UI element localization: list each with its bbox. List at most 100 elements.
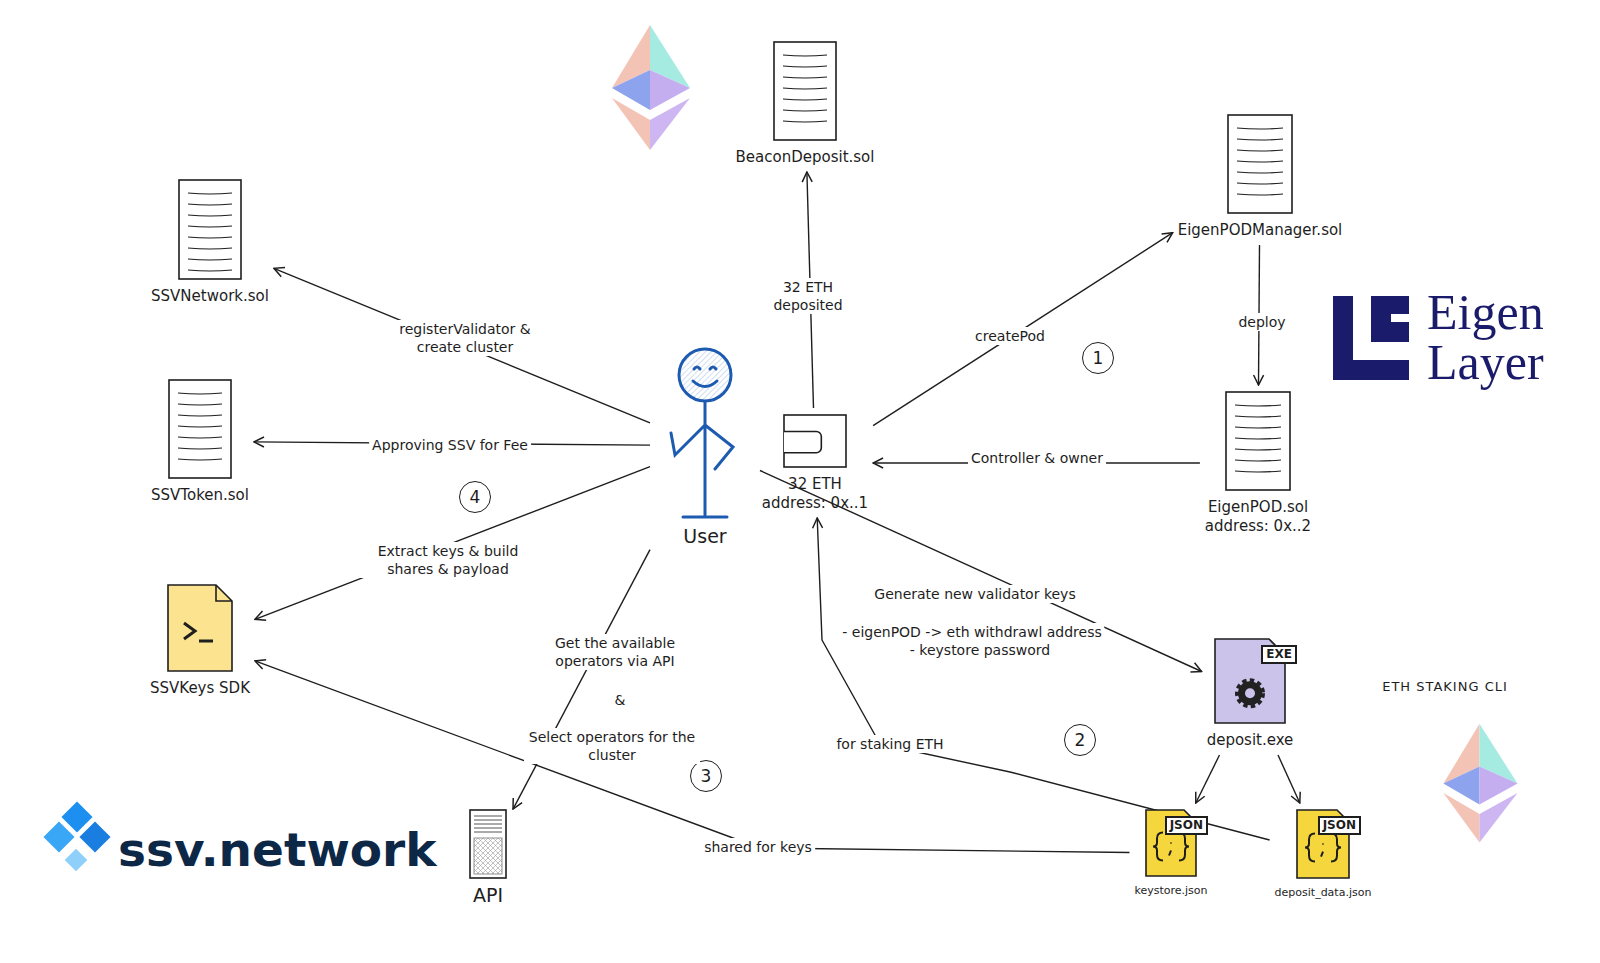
drawing-part (1353, 360, 1409, 380)
connector-arrow (1196, 755, 1220, 803)
callout-number: 3 (690, 760, 722, 792)
icon-node: SSVToken.sol (151, 378, 249, 505)
drawing-part (1153, 833, 1189, 861)
drawing-part (188, 193, 232, 194)
doc-icon (1224, 390, 1292, 492)
drawing-part (179, 180, 241, 279)
drawing-part (79, 821, 110, 852)
drawing-part (1237, 139, 1283, 140)
drawing-part (178, 437, 222, 438)
drawing-part (1391, 322, 1409, 342)
node-label: EigenPODManager.sol (1178, 221, 1343, 240)
icon-node: 32 ETHaddress: 0x..1 (762, 413, 868, 513)
drawing-part (1237, 128, 1283, 129)
edge-label: shared for keys (701, 838, 815, 856)
edge-label: Approving SSV for Fee (369, 436, 531, 454)
icon-node: EigenPODManager.sol (1178, 113, 1343, 240)
doc-icon (1226, 113, 1294, 215)
icon-node: SSVKeys SDK (150, 583, 250, 698)
icon-box (655, 345, 755, 521)
edge-label: Get the available operators via API (530, 634, 701, 670)
drawing-part (169, 380, 231, 478)
drawing-part (783, 55, 827, 56)
node-label: SSVNetwork.sol (151, 287, 269, 306)
drawing-part (1237, 172, 1283, 173)
drawing-part (178, 459, 222, 460)
drawing-part (694, 367, 716, 369)
drawing-part (178, 426, 222, 427)
drawing-part (783, 99, 827, 100)
drawing-part (783, 110, 827, 111)
node-label: deposit_data.json (1275, 886, 1372, 900)
drawing-part (1391, 296, 1409, 314)
connector-arrow (1278, 755, 1300, 803)
icon-node: SSVNetwork.sol (151, 178, 269, 306)
edge-label: for staking ETH (833, 735, 946, 753)
icon-box (166, 583, 234, 673)
drawing-part (783, 77, 827, 78)
drawing-part (1228, 115, 1292, 213)
connector-arrow (760, 471, 1202, 672)
wallet-icon (782, 413, 848, 469)
drawing-part (1235, 460, 1281, 461)
drawing-part (1443, 793, 1479, 842)
doc-icon (772, 40, 838, 142)
ethereum-logo (1443, 724, 1517, 843)
drawing-part (1235, 438, 1281, 439)
drawing-part (774, 42, 836, 140)
note-text: & (612, 691, 629, 709)
icon-box: EXE (1213, 637, 1287, 725)
drawing-part (612, 98, 650, 150)
drawing-part (671, 402, 733, 517)
file-badge: JSON (1165, 816, 1208, 835)
node-label: User (683, 527, 726, 546)
edge-label: 32 ETH deposited (765, 278, 851, 314)
note-text: - keystore password (907, 641, 1053, 659)
callout-number: 4 (459, 481, 491, 513)
edge-label: createPod (972, 327, 1048, 345)
connector-arrow (873, 233, 1173, 426)
icon-node: JSON deposit_data.json (1275, 808, 1372, 900)
node-label: SSVToken.sol (151, 486, 249, 505)
file-badge: JSON (1318, 816, 1361, 835)
icon-node: API (468, 808, 508, 905)
eigenlayer-mark (1333, 296, 1409, 380)
node-label: SSVKeys SDK (150, 679, 250, 698)
drawing-part (178, 393, 222, 394)
drawing-part (43, 821, 74, 852)
drawing-part (1480, 793, 1518, 842)
drawing-part (1333, 296, 1353, 380)
drawing-part (188, 270, 232, 271)
icon-box: JSON (1295, 808, 1351, 880)
drawing-part (1235, 416, 1281, 417)
doc-icon (177, 178, 243, 281)
node-label: address: 0x..1 (762, 494, 868, 513)
drawing-part (1305, 834, 1341, 862)
icon-node: JSONkeystore.json (1134, 808, 1207, 898)
drawing-part (188, 215, 232, 216)
user-icon (655, 345, 755, 521)
drawing-part (784, 431, 821, 452)
icon-box (772, 40, 838, 142)
file-badge: EXE (1261, 645, 1297, 664)
drawing-part (61, 801, 92, 832)
logo-text: Eigen (1427, 287, 1544, 337)
drawing-part (188, 259, 232, 260)
drawing-part (1245, 688, 1255, 698)
callout-number: 2 (1064, 724, 1096, 756)
drawing-part (474, 838, 502, 874)
drawing-part (783, 121, 827, 122)
note-text: - eigenPOD -> eth withdrawl address (839, 623, 1104, 641)
icon-box (782, 413, 848, 469)
connector-arrow (255, 467, 650, 620)
server-icon (468, 808, 508, 880)
icon-box (468, 808, 508, 880)
icon-box (177, 178, 243, 281)
drawing-part (474, 832, 502, 833)
drawing-part (1237, 161, 1283, 162)
drawing-part (1371, 296, 1391, 342)
drawing-part (1238, 681, 1262, 705)
ethereum-logo (612, 25, 690, 150)
node-label: EigenPOD.sol (1208, 498, 1308, 517)
